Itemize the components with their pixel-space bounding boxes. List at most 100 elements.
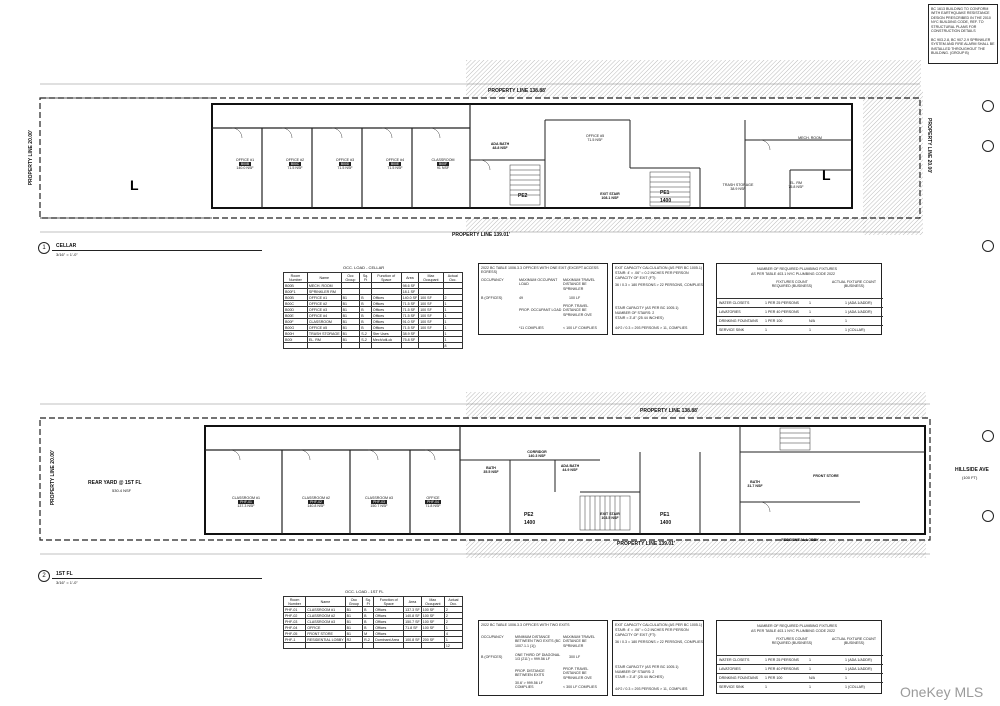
first-property-line-top: PROPERTY LINE 138.88' (640, 408, 699, 414)
first-property-line-left: PROPERTY LINE 20.00' (50, 450, 56, 506)
plumbing-cell: 1 PER 100 (765, 676, 783, 680)
cellar-plan: L L (39, 60, 923, 235)
pe-tag: PE2 (524, 512, 534, 518)
schedule-header-cell: Function of Space (370, 272, 402, 283)
egress-cell: < 300 LF COMPLIES (563, 685, 597, 689)
code-note-2: BC 903.2.8, BC 907.2.9 SPRINKLER SYSTEM … (931, 38, 995, 56)
egress-col: OCCUPANCY (481, 278, 504, 282)
schedule-header-cell: Name (305, 596, 346, 607)
plumbing-cell: LAVATORIES (719, 310, 741, 314)
pe-area: 1400 (660, 198, 672, 204)
schedule-header-cell: Sq. Ft (359, 272, 372, 283)
plumbing-cell: 1 (COLLAR) (845, 328, 865, 332)
table-cell (283, 342, 308, 349)
rear-yard-area: 530.4 NSF (112, 488, 132, 493)
table-cell (359, 342, 372, 349)
plumbing-header: FIXTURES COUNT REQUIRED (BUSINESS) (771, 280, 813, 289)
table-cell (340, 342, 361, 349)
plumbing-cell: 1 PER 25 PERSONS (765, 301, 799, 305)
room-tag: MECH. ROOM (798, 136, 822, 140)
first-floor-plan (39, 392, 931, 558)
l-marker: L (822, 167, 831, 183)
table-cell (400, 342, 420, 349)
l-marker: L (130, 177, 139, 193)
property-line-dashed (39, 97, 921, 219)
capacity-line: STAIR = 3'-8" (25 44 INCHES) (615, 316, 664, 320)
schedule-header-cell: Area (403, 596, 422, 607)
plumbing-title: NUMBER OF REQUIRED PLUMBING FIXTURES (757, 267, 838, 271)
cellar-property-line-bottom: PROPERTY LINE 139.01' (452, 232, 511, 238)
schedule-header-cell: Max Occupant (420, 596, 445, 607)
egress-cell: < 100 LF COMPLIES (563, 326, 597, 330)
table-cell: 12 (443, 642, 464, 649)
plumbing-title: NUMBER OF REQUIRED PLUMBING FIXTURES (757, 624, 838, 628)
capacity-line: 44*2 / 0.3 = 293 PERSONS > 11, COMPLIES (615, 687, 688, 691)
plumbing-cell: N/A (809, 676, 815, 680)
building-outline (211, 103, 853, 209)
egress-col: MAXIMUM TRAVEL DISTANCE BE SPRINKLER (563, 278, 595, 291)
table-total-row: 8 (283, 342, 464, 349)
plumbing-cell: 1 (809, 328, 811, 332)
egress-table-cellar: 2022 BC TABLE 1006.3.3 OFFICES WITH ONE … (478, 263, 608, 335)
plumbing-header: ACTUAL FIXTURE COUNT (BUSINESS) (831, 280, 877, 289)
egress-cell: ONE THIRD OF DIAGONAL 1/3 (211') = 999.5… (515, 653, 561, 662)
building-outline (204, 425, 926, 535)
capacity-table-first: EXIT CAPACITY CALCULATION (AS PER BC 100… (612, 620, 704, 696)
table-cell (403, 642, 422, 649)
capacity-table-cellar: EXIT CAPACITY CALCULATION (AS PER BC 100… (612, 263, 704, 335)
capacity-line: EXIT CAPACITY CALCULATION (AS PER BC 100… (615, 623, 703, 627)
plumbing-subtitle: AS PER TABLE 403.1 NYC PLUMBING CODE 202… (751, 272, 835, 276)
section-marker (982, 510, 994, 522)
schedule-header-cell: Room Number (283, 272, 308, 283)
capacity-line: CAPACITY OF EXIT (FT): (615, 276, 657, 280)
egress-col: OCCUPANCY (481, 635, 504, 639)
adjacent-lot-hatch (466, 218, 866, 232)
plumbing-table-first: NUMBER OF REQUIRED PLUMBING FIXTURES AS … (716, 620, 883, 694)
table-cell (306, 342, 342, 349)
plumbing-table-cellar: NUMBER OF REQUIRED PLUMBING FIXTURES AS … (716, 263, 883, 335)
plumbing-cell: WATER CLOSETS (719, 301, 750, 305)
adjacent-lot-hatch (466, 60, 921, 98)
drawing-scale: 3/16" = 1'-0" (56, 580, 78, 585)
capacity-line: CAPACITY OF EXIT (FT): (615, 633, 657, 637)
pe-tag: PE1 (660, 512, 670, 518)
pe-tag: PE1 (660, 190, 670, 196)
egress-cell: B (OFFICES) (481, 655, 503, 659)
plumbing-cell: 1 (ADA 1/ADDR) (845, 310, 872, 314)
rear-yard-label: REAR YARD @ 1ST FL (88, 480, 142, 486)
schedule-header-cell: Occ Group (344, 596, 364, 607)
egress-cell: 49 (519, 296, 523, 300)
capacity-line: STAIR CAPACITY (AS PER BC 1005.1) (615, 665, 679, 669)
plumbing-cell: 1 (765, 685, 767, 689)
schedule-header-cell: Max Occupant (418, 272, 444, 283)
table-cell (344, 642, 364, 649)
section-marker (982, 430, 994, 442)
plumbing-cell: WATER CLOSETS (719, 658, 750, 662)
table-cell (362, 642, 375, 649)
